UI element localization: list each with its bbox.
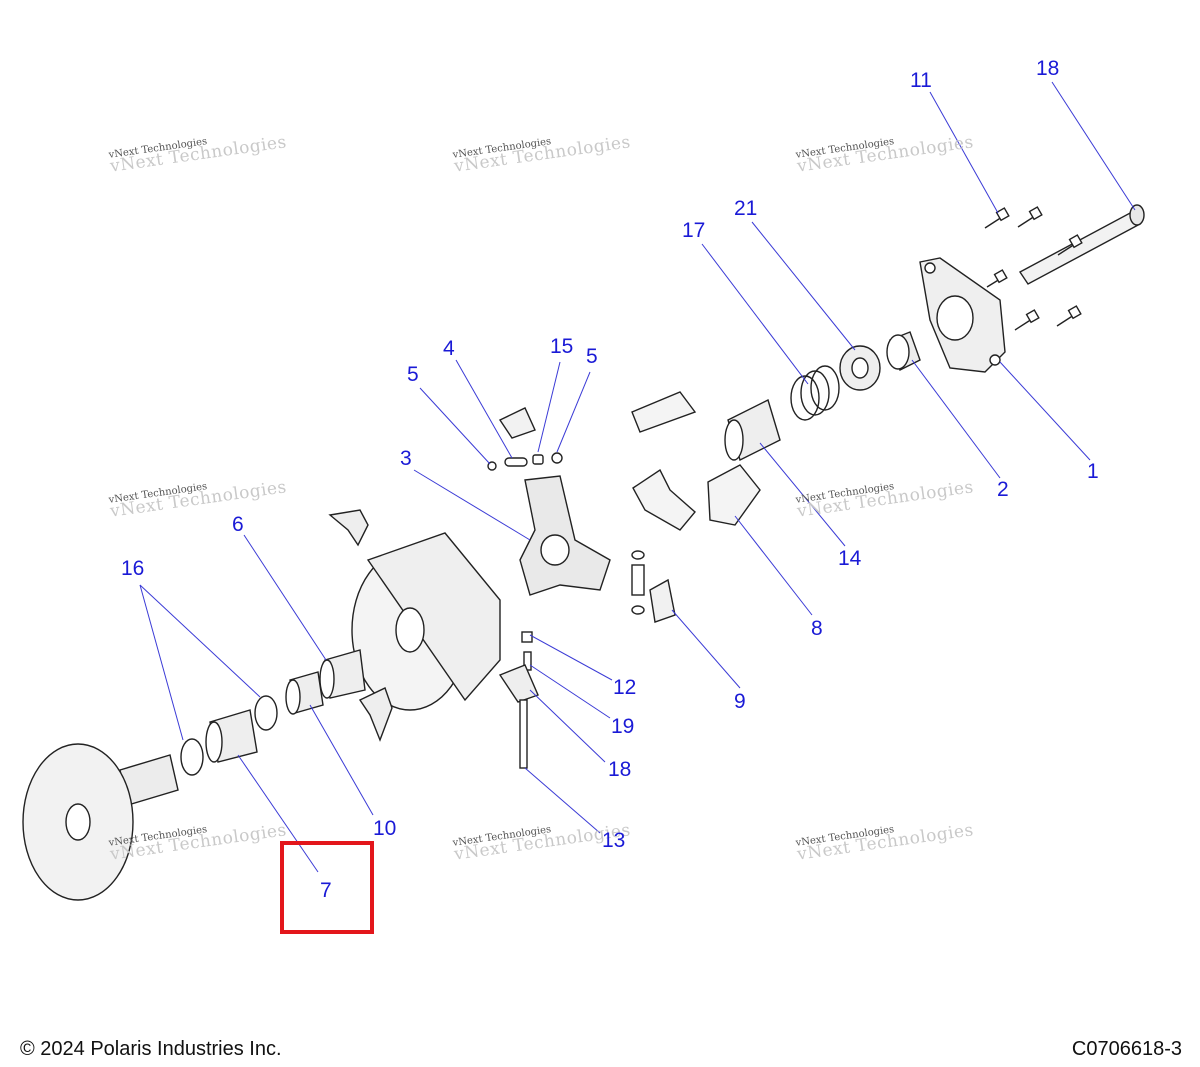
fixed-sheave bbox=[22, 743, 179, 901]
part-4-pin bbox=[504, 457, 528, 467]
weight-upper bbox=[328, 509, 369, 547]
callout-4: 4 bbox=[443, 337, 455, 360]
callout-17: 17 bbox=[682, 219, 706, 242]
callout-12: 13 bbox=[602, 829, 626, 852]
part-18-shaft-bolt bbox=[1018, 204, 1145, 285]
callout-13: 12 bbox=[613, 676, 637, 699]
callout-1: 1 bbox=[1087, 460, 1099, 483]
callout-20: 19 bbox=[611, 715, 635, 738]
part-19-roller bbox=[498, 664, 539, 703]
weight-lower bbox=[358, 687, 393, 742]
part-13-nut bbox=[521, 631, 533, 643]
callout-21: 21 bbox=[734, 197, 758, 220]
callout-15: 16 bbox=[121, 557, 145, 580]
callout-6: 6 bbox=[232, 513, 244, 536]
part-9-button bbox=[631, 550, 676, 623]
callout-9: 9 bbox=[734, 690, 746, 713]
part-10-bushing bbox=[285, 671, 324, 715]
part-15-ring-upper bbox=[254, 695, 278, 731]
highlight-box-part-7 bbox=[280, 841, 374, 934]
figure-id: C0706618-3 bbox=[1071, 1038, 1182, 1060]
callout-18: 18 bbox=[1036, 57, 1060, 80]
part-14-sleeve bbox=[724, 399, 781, 461]
part-16-clip bbox=[498, 407, 544, 465]
part-17-spring bbox=[790, 365, 840, 421]
callout-8: 8 bbox=[811, 617, 823, 640]
callout-7: 7 bbox=[320, 879, 332, 902]
callout-5-right: 5 bbox=[586, 345, 598, 368]
copyright-text: © 2024 Polaris Industries Inc. bbox=[20, 1038, 282, 1060]
callout-2: 2 bbox=[997, 478, 1009, 501]
callout-16: 15 bbox=[550, 335, 574, 358]
moveable-sheave bbox=[351, 532, 501, 711]
part-8-shoes bbox=[632, 464, 761, 531]
part-1-bracket bbox=[919, 257, 1006, 373]
part-12-bolt bbox=[519, 699, 528, 769]
callout-5-left: 5 bbox=[407, 363, 419, 386]
callout-3: 3 bbox=[400, 447, 412, 470]
callout-19: 18 bbox=[608, 758, 632, 781]
part-11-bolts bbox=[984, 206, 1083, 331]
part-6-bushing bbox=[319, 649, 366, 699]
part-21-washer bbox=[839, 345, 881, 391]
callout-14: 14 bbox=[838, 547, 862, 570]
callout-10: 10 bbox=[373, 817, 397, 840]
part-clip-upper bbox=[631, 391, 697, 433]
leader-lines bbox=[139, 81, 1136, 873]
part-15-ring-lower bbox=[180, 738, 204, 776]
part-3-spider bbox=[519, 475, 611, 596]
part-7-bushing bbox=[205, 709, 258, 763]
callout-11: 11 bbox=[910, 69, 932, 92]
